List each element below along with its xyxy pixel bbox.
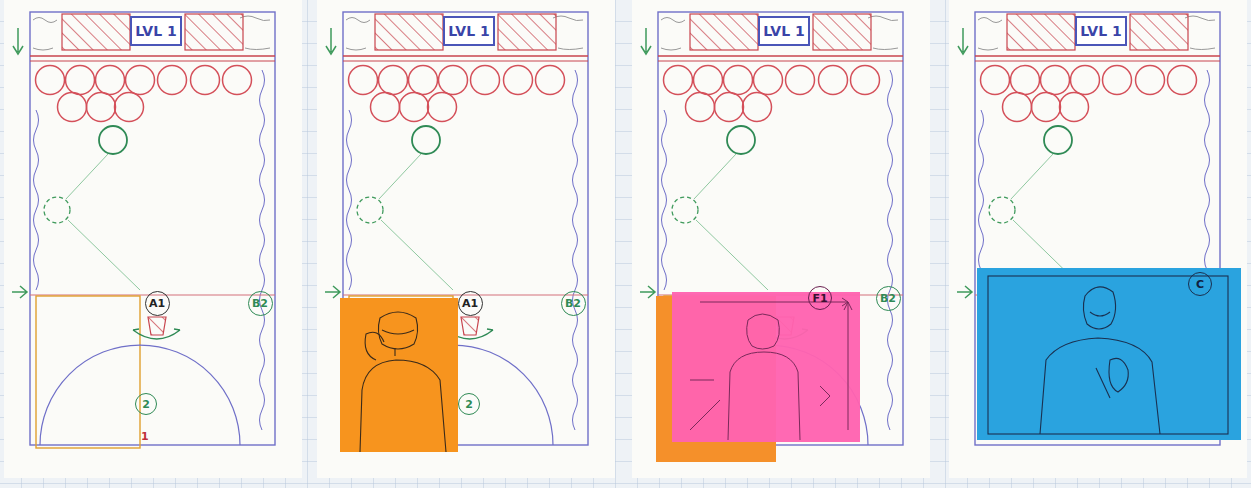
node-text: F1 [812, 292, 827, 305]
level-badge: LVL 1 [1075, 16, 1127, 46]
node-text: A1 [462, 297, 478, 310]
node-text: B2 [252, 297, 268, 310]
node-text: LVL 1 [763, 23, 804, 39]
callout-number: 1 [141, 430, 149, 443]
callout-circle: F1 [808, 286, 832, 310]
node-text: C [1196, 278, 1204, 291]
callout-circle: A1 [145, 291, 170, 316]
callout-circle: B2 [561, 291, 586, 316]
node-text: 2 [465, 398, 473, 411]
callout-circle: 2 [135, 393, 157, 415]
node-text: 2 [142, 398, 150, 411]
level-badge: LVL 1 [443, 16, 495, 46]
callout-circle: B2 [876, 286, 901, 311]
node-text: B2 [565, 297, 581, 310]
callout-circle: 2 [458, 393, 480, 415]
node-text: A1 [149, 297, 165, 310]
level-badge: LVL 1 [130, 16, 182, 46]
node-text: LVL 1 [448, 23, 489, 39]
level-badge: LVL 1 [758, 16, 810, 46]
callout-circle: B2 [248, 291, 273, 316]
node-text: LVL 1 [1080, 23, 1121, 39]
callout-circle: C [1188, 272, 1212, 296]
node-text: LVL 1 [135, 23, 176, 39]
node-text: B2 [880, 292, 896, 305]
callout-circle: A1 [458, 291, 483, 316]
